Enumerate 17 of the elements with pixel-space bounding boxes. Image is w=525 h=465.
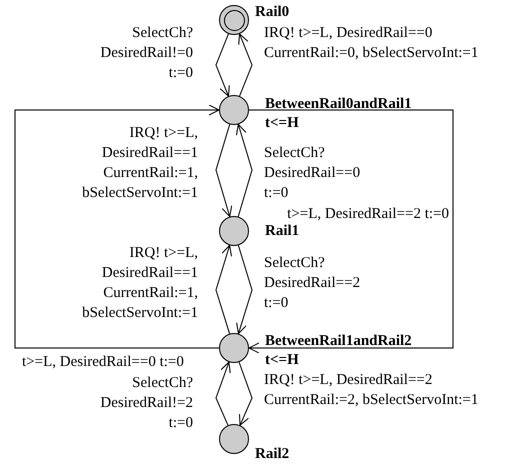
state-name: BetweenRail1andRail2 — [265, 333, 412, 350]
transition-arrow — [236, 124, 253, 218]
state-invariant: t<=H — [265, 115, 299, 132]
state-name: Rail2 — [255, 446, 290, 463]
state-name: Rail0 — [255, 4, 290, 21]
transition-arrow — [238, 33, 253, 97]
state-invariant: t<=H — [265, 352, 299, 369]
transition-arrow — [215, 362, 231, 426]
state-name: Rail1 — [265, 223, 300, 240]
transition-arrow — [248, 110, 454, 354]
transition-arrow — [238, 362, 253, 426]
transition-arrow — [14, 104, 220, 348]
transition-arrow — [215, 33, 230, 97]
transition-arrow — [215, 124, 232, 218]
transition-arrow — [236, 244, 253, 334]
transition-arrow — [215, 244, 232, 334]
state-name: BetweenRail0andRail1 — [265, 96, 412, 113]
